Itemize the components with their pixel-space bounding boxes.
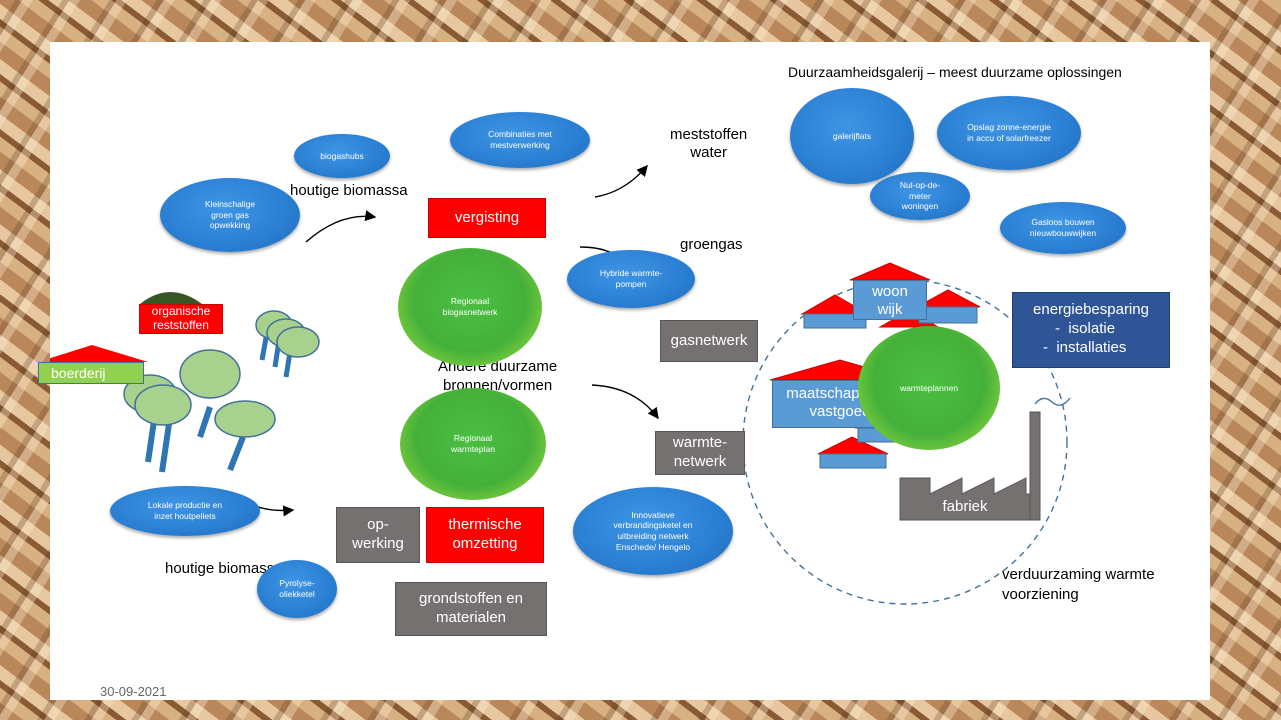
arrow-to-opwerking <box>254 505 295 517</box>
oval-combinaties: Combinaties met mestverwerking <box>450 112 590 168</box>
label-fabriek: fabriek <box>942 497 988 515</box>
oval-hybride: Hybride warmte- pompen <box>567 250 695 308</box>
label-verduurzaming: verduurzaming warmte voorziening <box>1002 566 1155 603</box>
oval-nul-op-de-meter: Nul-op-de- meter woningen <box>870 172 970 220</box>
box-gasnetwerk: gasnetwerk <box>660 320 758 362</box>
house-small-right <box>918 306 978 324</box>
roof-woonwijk <box>849 262 931 281</box>
circle-regionaal-biogasnetwerk: Regionaal biogasnetwerk <box>398 248 542 366</box>
oval-pyrolyse: Pyrolyse- oliekketel <box>257 560 337 618</box>
label-houtige-biomassa-bottom: houtige biomassa <box>165 560 283 577</box>
farm-building: boerderij <box>38 362 144 384</box>
farm-roof-icon <box>50 345 148 362</box>
gallery-heading: Duurzaamheidsgalerij – meest duurzame op… <box>788 64 1122 80</box>
smoke-icon <box>1034 397 1071 406</box>
energiebesparing-item: - installaties <box>1043 339 1127 356</box>
energiebesparing-item: - isolatie <box>1055 320 1116 337</box>
oval-biogashubs: biogashubs <box>294 134 390 178</box>
box-organische-reststoffen: organische reststoffen <box>139 304 223 334</box>
circle-regionaal-warmteplan: Regionaal warmteplan <box>400 388 546 500</box>
oval-galerijflats: galerijflats <box>790 88 914 184</box>
house-small-left <box>803 313 867 329</box>
house-woonwijk: woon wijk <box>853 280 927 320</box>
arrow-to-meststoffen <box>594 164 648 198</box>
oval-gasloos: Gasloos bouwen nieuwbouwwijken <box>1000 202 1126 254</box>
label-meststoffen: meststoffen water <box>670 126 748 161</box>
box-energiebesparing: energiebesparing - isolatie - installati… <box>1012 292 1170 368</box>
box-warmtenetwerk: warmte- netwerk <box>655 431 745 475</box>
factory-icon <box>899 411 1041 521</box>
oval-opslag: Opslag zonne-energie in accu of solarfre… <box>937 96 1081 170</box>
oval-kleinschalige: Kleinschalige groen gas opwekking <box>160 178 300 252</box>
box-thermische-omzetting: thermische omzetting <box>426 507 544 563</box>
arrow-to-warmtenetwerk <box>591 384 659 420</box>
oval-innovatieve: Innovatieve verbrandingsketel en uitbrei… <box>573 487 733 575</box>
label-houtige-biomassa-top: houtige biomassa <box>290 182 408 199</box>
circle-warmteplannen: warmteplannen <box>858 326 1000 450</box>
house-bottom2 <box>819 453 887 469</box>
box-opwerking: op- werking <box>336 507 420 563</box>
energiebesparing-title: energiebesparing <box>1033 301 1149 318</box>
diagram-graphics <box>50 164 1071 605</box>
oval-lokale-productie: Lokale productie en inzet houtpellets <box>110 486 260 536</box>
compost-heap-icon <box>140 292 202 304</box>
trees-icon <box>123 310 320 473</box>
footer-date: 30-09-2021 <box>100 684 167 699</box>
box-grondstoffen: grondstoffen en materialen <box>395 582 547 636</box>
slide: Duurzaamheidsgalerij – meest duurzame op… <box>38 42 1210 700</box>
arrow-to-vergisting <box>305 210 377 243</box>
box-vergisting: vergisting <box>428 198 546 238</box>
label-groengas: groengas <box>680 236 743 253</box>
